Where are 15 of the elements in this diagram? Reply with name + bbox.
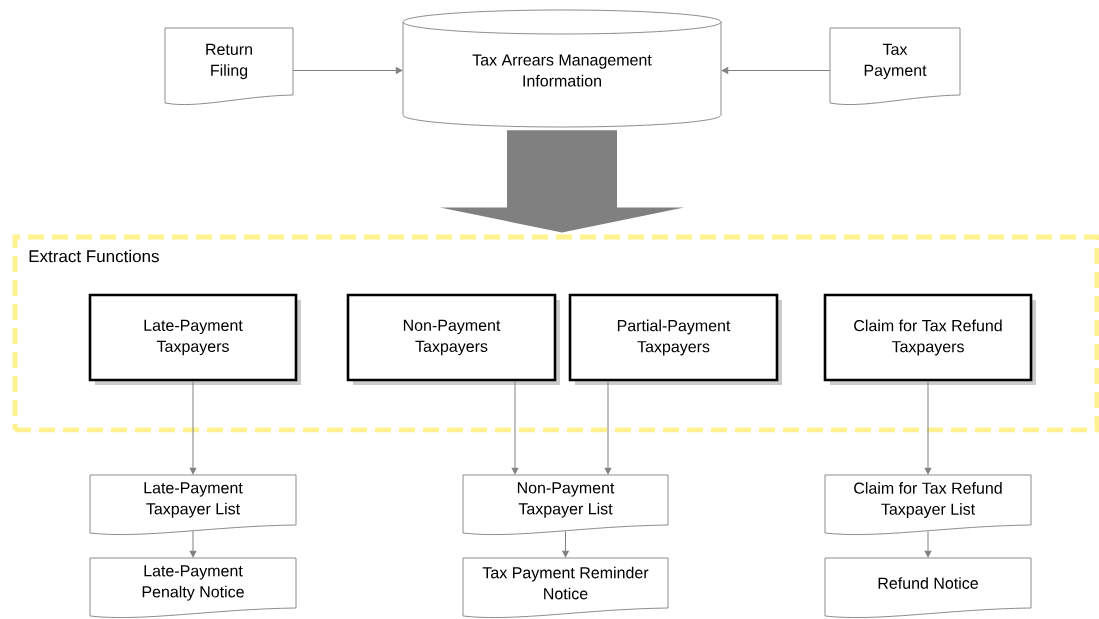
process-box: Late-Payment Taxpayers [88,293,301,385]
arrow [189,380,197,475]
arrow [924,530,932,558]
arrow [292,67,403,74]
block-arrow [440,130,684,233]
database-cylinder: Tax Arrears Management Information [402,9,722,128]
process-box: Partial-Payment Taxpayers [568,293,782,385]
arrow [924,380,932,475]
arrow [604,380,612,475]
process-box: Non-Payment Taxpayers [346,293,560,385]
process-box: Claim for Tax Refund Taxpayers [823,293,1036,385]
arrow [721,67,831,74]
arrow [189,530,197,558]
arrow [511,380,519,475]
arrow [562,530,569,558]
